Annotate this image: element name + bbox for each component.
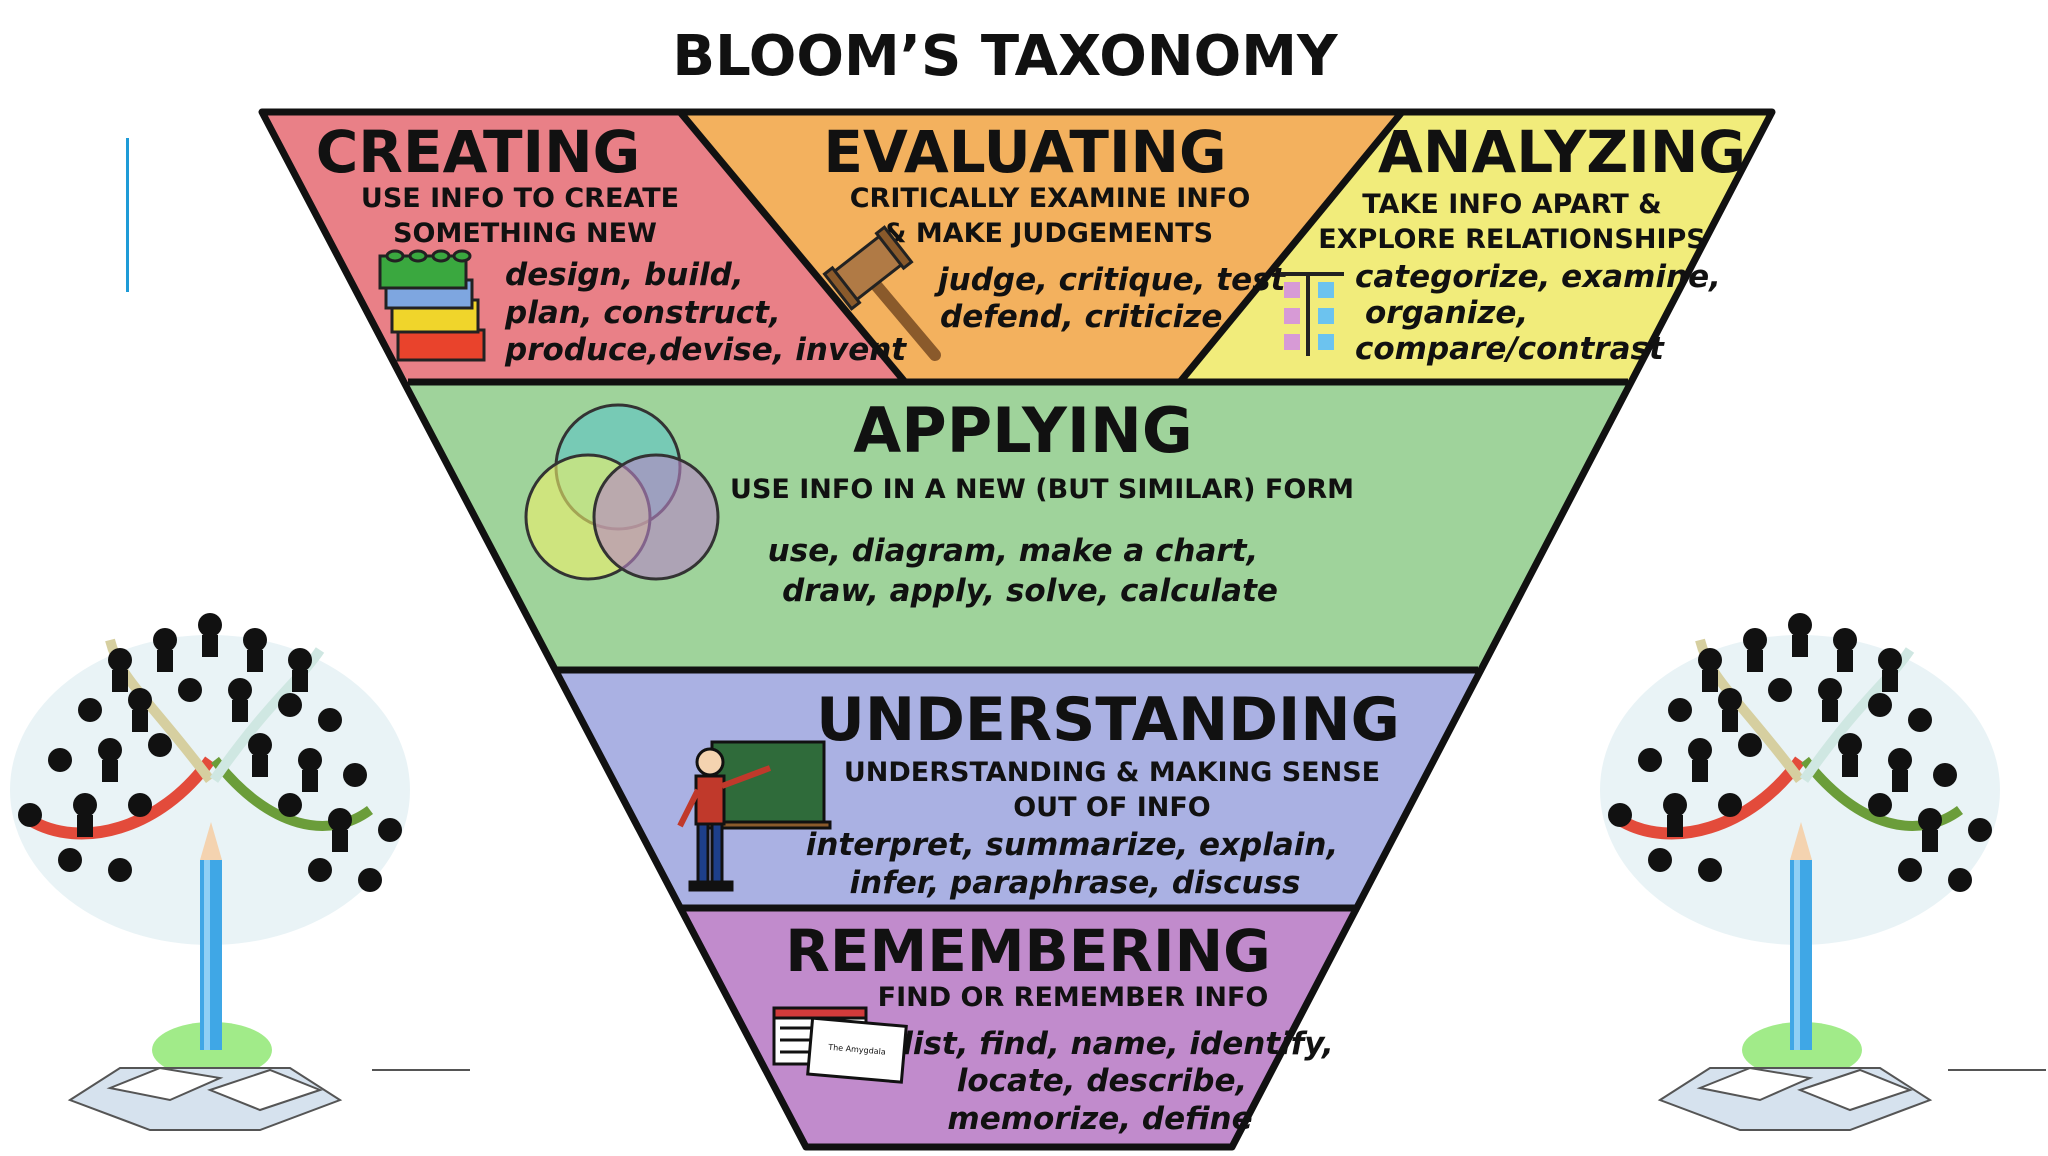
remembering-band — [681, 908, 1359, 1147]
evaluating-verbs-1: judge, critique, test — [934, 262, 1287, 298]
applying-heading: APPLYING — [853, 394, 1192, 467]
sorting-chart-icon — [1280, 272, 1344, 356]
pyramid-outline — [258, 108, 1776, 1151]
analyzing-verbs-1: categorize, examine, — [1355, 259, 1721, 295]
creating-description-2: SOMETHING NEW — [393, 218, 657, 249]
evaluating-description-2: & MAKE JUDGEMENTS — [883, 218, 1213, 249]
people-tree-illustration-left — [10, 613, 470, 1131]
evaluating-band — [680, 112, 1402, 382]
evaluating-verbs-2: defend, criticize — [940, 299, 1222, 335]
creating-verbs-2: plan, construct, — [504, 295, 781, 331]
building-blocks-icon — [378, 249, 486, 362]
analyzing-description-2: EXPLORE RELATIONSHIPS — [1318, 224, 1705, 255]
analyzing-heading: ANALYZING — [1378, 118, 1746, 186]
venn-diagram-icon — [524, 403, 720, 581]
creating-heading: CREATING — [316, 118, 641, 186]
analyzing-verbs-2: organize, — [1365, 295, 1528, 331]
applying-verbs-1: use, diagram, make a chart, — [768, 533, 1259, 569]
understanding-verbs-1: interpret, summarize, explain, — [806, 827, 1339, 863]
creating-verbs-1: design, build, — [505, 257, 744, 293]
applying-band — [408, 382, 1628, 670]
understanding-description-1: UNDERSTANDING & MAKING SENSE — [844, 757, 1380, 788]
creating-verbs-3: produce,devise, invent — [504, 332, 907, 368]
understanding-description-2: OUT OF INFO — [1013, 792, 1211, 823]
analyzing-description-1: TAKE INFO APART & — [1362, 189, 1661, 220]
applying-verbs-2: draw, apply, solve, calculate — [782, 573, 1278, 609]
understanding-heading: UNDERSTANDING — [816, 685, 1400, 755]
evaluating-description-1: CRITICALLY EXAMINE INFO — [850, 183, 1251, 214]
understanding-verbs-2: infer, paraphrase, discuss — [850, 865, 1301, 901]
teacher-at-board-icon — [677, 740, 832, 892]
remembering-verbs-1: list, find, name, identify, — [902, 1026, 1334, 1062]
remembering-description: FIND OR REMEMBER INFO — [878, 982, 1269, 1013]
flashcards-icon: The Amygdala — [772, 1006, 908, 1084]
remembering-heading: REMEMBERING — [785, 917, 1271, 985]
understanding-band — [557, 670, 1478, 908]
accent-line — [126, 138, 129, 292]
people-tree-illustration-right — [1600, 613, 2046, 1131]
creating-description-1: USE INFO TO CREATE — [361, 183, 679, 214]
remembering-verbs-2: locate, describe, — [957, 1063, 1248, 1099]
gavel-icon — [822, 225, 941, 361]
analyzing-verbs-3: compare/contrast — [1355, 331, 1665, 367]
remembering-verbs-3: memorize, define — [947, 1101, 1252, 1137]
diagram-title: BLOOM’S TAXONOMY — [672, 24, 1339, 89]
applying-description: USE INFO IN A NEW (BUT SIMILAR) FORM — [730, 474, 1354, 505]
evaluating-heading: EVALUATING — [823, 118, 1226, 186]
